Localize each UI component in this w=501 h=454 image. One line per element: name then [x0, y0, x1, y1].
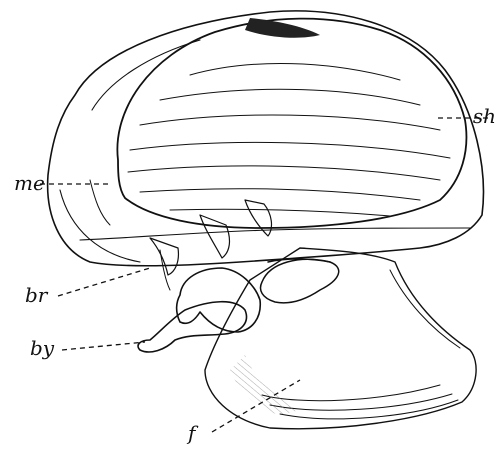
label-by: by [30, 336, 55, 360]
label-br: br [25, 283, 49, 307]
gills [90, 180, 271, 290]
label-f: f [186, 421, 199, 445]
label-me-group: me [14, 171, 110, 195]
shell [117, 18, 466, 228]
label-br-group: br [25, 268, 150, 307]
label-me: me [14, 171, 45, 195]
byssus [138, 268, 260, 352]
label-by-group: by [30, 336, 145, 360]
label-sh: sh [473, 104, 496, 128]
foot [205, 248, 476, 429]
